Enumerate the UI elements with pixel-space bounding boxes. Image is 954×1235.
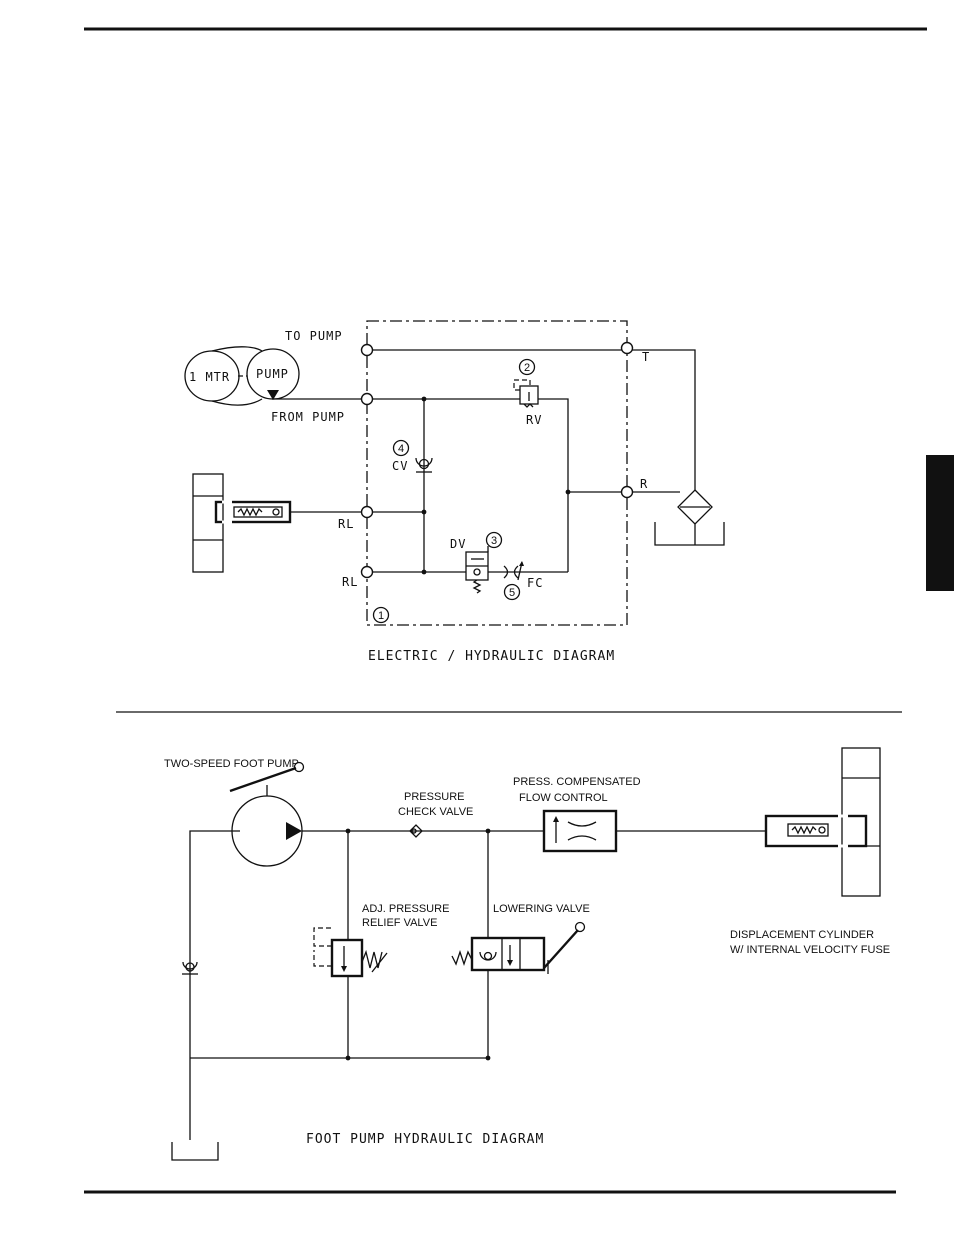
electric-caption: ELECTRIC / HYDRAULIC DIAGRAM bbox=[368, 649, 615, 664]
port-r-label: R bbox=[640, 477, 648, 491]
dv-spring bbox=[474, 580, 480, 593]
port-node bbox=[622, 343, 633, 354]
flow-control-label: FLOW CONTROL bbox=[519, 792, 608, 804]
velocity-fuse-spring bbox=[792, 827, 816, 833]
port-node bbox=[362, 507, 373, 518]
motor-label: 1 MTR bbox=[189, 370, 230, 384]
foot-pedal bbox=[230, 768, 296, 791]
svg-text:3: 3 bbox=[491, 535, 497, 547]
dv-label: DV bbox=[450, 537, 466, 551]
two-speed-pump-label: TWO-SPEED FOOT PUMP bbox=[164, 758, 299, 770]
svg-text:2: 2 bbox=[524, 362, 530, 374]
rv-label: RV bbox=[526, 413, 542, 427]
junction-dot bbox=[422, 510, 427, 515]
relief-valve-label: ADJ. PRESSURE bbox=[362, 903, 449, 915]
fc-label: FC bbox=[527, 576, 543, 590]
pump-arrow-icon bbox=[286, 822, 302, 840]
lowering-handle bbox=[544, 930, 578, 968]
tank-return-line bbox=[627, 350, 695, 490]
foot-caption: FOOT PUMP HYDRAULIC DIAGRAM bbox=[306, 1132, 544, 1147]
relief-valve-icon bbox=[332, 940, 362, 976]
foot-pump-hydraulic-diagram: TWO-SPEED FOOT PUMP PRESSURE CHECK VALVE… bbox=[164, 748, 890, 1160]
relief-valve-label: RELIEF VALVE bbox=[362, 917, 437, 929]
from-pump-label: FROM PUMP bbox=[271, 410, 345, 424]
displacement-cylinder bbox=[842, 748, 880, 896]
svg-text:1: 1 bbox=[378, 610, 384, 622]
pressure-check-label: PRESSURE bbox=[404, 791, 465, 803]
pressure-check-label: CHECK VALVE bbox=[398, 806, 473, 818]
flow-control-label: PRESS. COMPENSATED bbox=[513, 776, 641, 788]
pump-label: PUMP bbox=[256, 367, 289, 381]
velocity-fuse-spring bbox=[238, 509, 262, 515]
svg-text:5: 5 bbox=[509, 587, 515, 599]
cylinder-piston bbox=[766, 816, 866, 846]
port-node bbox=[362, 394, 373, 405]
port-rl-label: RL bbox=[338, 517, 354, 531]
relief-return-line bbox=[538, 399, 568, 572]
cylinder-label: DISPLACEMENT CYLINDER bbox=[730, 929, 874, 941]
relief-spring bbox=[362, 952, 382, 968]
suction-line bbox=[190, 831, 240, 1140]
cv-label: CV bbox=[392, 459, 408, 473]
lowering-valve-icon bbox=[472, 938, 544, 970]
reservoir-icon bbox=[655, 522, 724, 545]
to-pump-label: TO PUMP bbox=[285, 329, 343, 343]
section-tab bbox=[926, 455, 954, 591]
reservoir-icon bbox=[172, 1142, 218, 1160]
svg-text:4: 4 bbox=[398, 443, 404, 455]
lowering-valve-label: LOWERING VALVE bbox=[493, 903, 590, 915]
manifold-boundary bbox=[367, 321, 627, 625]
port-rl-label: RL bbox=[342, 575, 358, 589]
port-node bbox=[362, 567, 373, 578]
lowering-spring bbox=[452, 952, 472, 964]
cylinder-label: W/ INTERNAL VELOCITY FUSE bbox=[730, 944, 890, 956]
port-t-label: T bbox=[642, 350, 650, 364]
electric-hydraulic-diagram: 1 MTR PUMP CV RV DV FC bbox=[185, 321, 724, 664]
junction-dot bbox=[422, 570, 427, 575]
junction-dot bbox=[422, 397, 427, 402]
junction-dot bbox=[566, 490, 571, 495]
port-node bbox=[622, 487, 633, 498]
flow-control-icon bbox=[544, 811, 616, 851]
port-node bbox=[362, 345, 373, 356]
